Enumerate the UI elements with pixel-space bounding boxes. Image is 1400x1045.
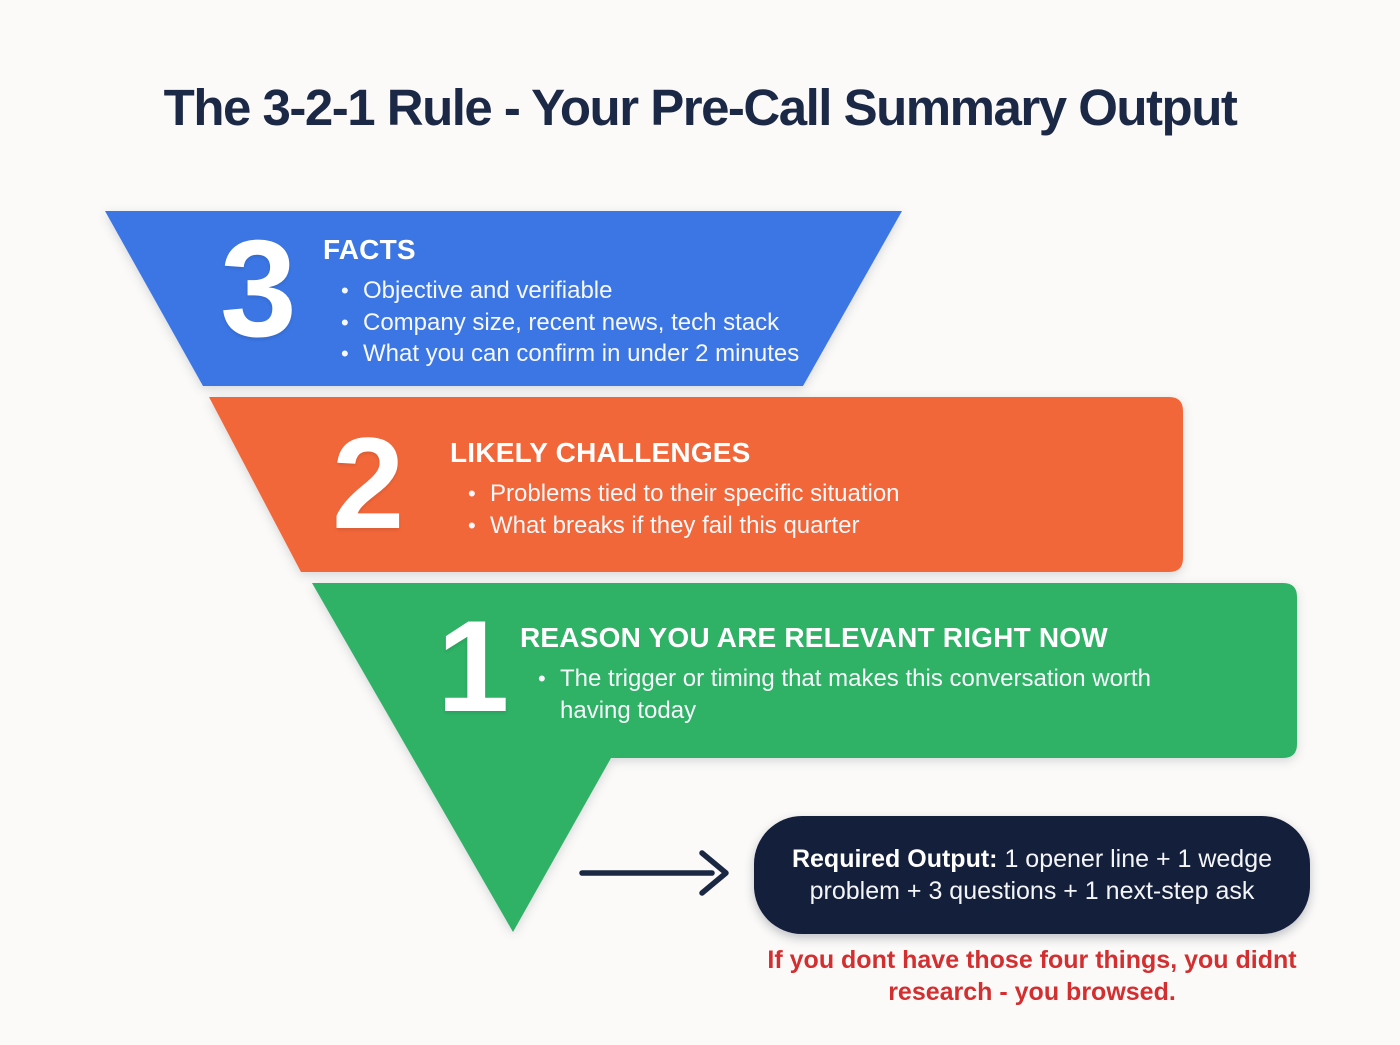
level-heading: FACTS	[323, 234, 416, 265]
page-title: The 3-2-1 Rule - Your Pre-Call Summary O…	[163, 79, 1238, 136]
required-output-detail: 1 opener line + 1 wedge problem + 3 ques…	[809, 844, 1273, 906]
level-bullets: Objective and verifiable Company size, r…	[323, 275, 893, 370]
bullet-item: The trigger or timing that makes this co…	[520, 663, 1210, 726]
bullet-item: Company size, recent news, tech stack	[323, 307, 893, 339]
bullet-item: What breaks if they fail this quarter	[450, 510, 1040, 542]
arrow-icon	[579, 850, 729, 896]
level-content: FACTS Objective and verifiable Company s…	[323, 234, 893, 370]
warning-note: If you dont have those four things, you …	[767, 946, 1297, 1006]
level-number: 3	[220, 212, 297, 366]
bullet-item: Problems tied to their specific situatio…	[450, 478, 1040, 510]
level-heading: LIKELY CHALLENGES	[450, 437, 751, 468]
level-heading: REASON YOU ARE RELEVANT RIGHT NOW	[520, 622, 1108, 653]
level-number: 2	[332, 410, 405, 556]
bullet-item: Objective and verifiable	[323, 275, 893, 307]
level-content: LIKELY CHALLENGES Problems tied to their…	[450, 437, 1040, 541]
level-bullets: Problems tied to their specific situatio…	[450, 478, 1040, 541]
required-output-label: Required Output:	[791, 844, 998, 873]
level-bullets: The trigger or timing that makes this co…	[520, 663, 1210, 726]
level-number: 1	[437, 593, 510, 739]
bullet-item: What you can confirm in under 2 minutes	[323, 338, 893, 370]
required-output-callout: Required Output: 1 opener line + 1 wedge…	[754, 816, 1310, 934]
required-output-text: Required Output: 1 opener line + 1 wedge…	[754, 843, 1310, 908]
level-content: REASON YOU ARE RELEVANT RIGHT NOW The tr…	[520, 622, 1210, 726]
